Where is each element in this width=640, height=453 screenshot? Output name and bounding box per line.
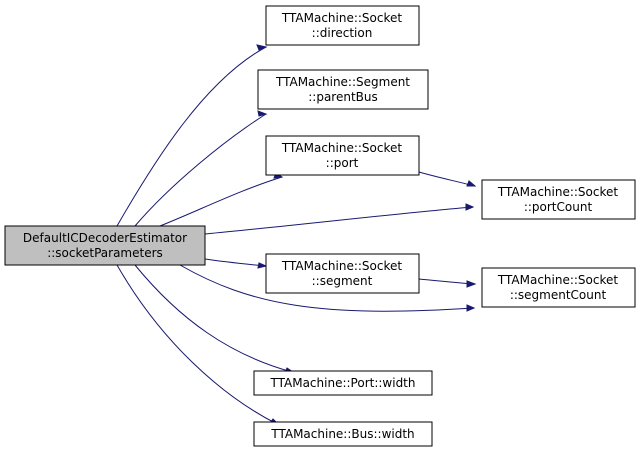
node-portWidth[interactable]: TTAMachine::Port::width xyxy=(253,370,433,396)
edge-port-portCount xyxy=(418,171,477,187)
edge-root-segment xyxy=(204,258,268,269)
node-segmentCount-line1: TTAMachine::Socket xyxy=(497,273,619,287)
node-root-line2: ::socketParameters xyxy=(47,246,163,260)
node-port-line1: TTAMachine::Socket xyxy=(281,141,403,155)
node-portWidth-label: TTAMachine::Port::width xyxy=(270,376,416,390)
edge-root-segmentCount xyxy=(179,264,476,312)
node-portCount-line2: ::portCount xyxy=(524,200,593,214)
node-direction-line1: TTAMachine::Socket xyxy=(281,11,403,25)
node-segment[interactable]: TTAMachine::Socket ::segment xyxy=(265,253,420,294)
node-direction[interactable]: TTAMachine::Socket ::direction xyxy=(265,5,420,46)
node-direction-line2: ::direction xyxy=(312,26,373,40)
edge-segment-segmentCount xyxy=(418,278,477,288)
node-parentBus-line2: ::parentBus xyxy=(308,90,378,104)
edge-root-portCount xyxy=(204,203,475,235)
node-root-line1: DefaultICDecoderEstimator xyxy=(23,231,187,245)
node-segmentCount[interactable]: TTAMachine::Socket ::segmentCount xyxy=(481,267,636,308)
node-segment-line1: TTAMachine::Socket xyxy=(281,259,403,273)
edge-root-busWidth xyxy=(116,264,280,425)
node-busWidth-label: TTAMachine::Bus::width xyxy=(270,427,414,441)
node-segment-line2: ::segment xyxy=(312,274,373,288)
edge-root-port xyxy=(159,172,284,227)
node-parentBus[interactable]: TTAMachine::Segment ::parentBus xyxy=(257,69,429,110)
node-root[interactable]: DefaultICDecoderEstimator ::socketParame… xyxy=(4,225,206,266)
node-parentBus-line1: TTAMachine::Segment xyxy=(275,75,410,89)
node-portCount[interactable]: TTAMachine::Socket ::portCount xyxy=(481,179,636,220)
edge-root-direction xyxy=(116,44,268,227)
node-port[interactable]: TTAMachine::Socket ::port xyxy=(265,135,420,176)
node-segmentCount-line2: ::segmentCount xyxy=(510,288,607,302)
node-port-line2: ::port xyxy=(326,156,359,170)
node-portCount-line1: TTAMachine::Socket xyxy=(497,185,619,199)
edge-root-parentBus xyxy=(134,110,268,227)
node-busWidth[interactable]: TTAMachine::Bus::width xyxy=(253,421,433,447)
